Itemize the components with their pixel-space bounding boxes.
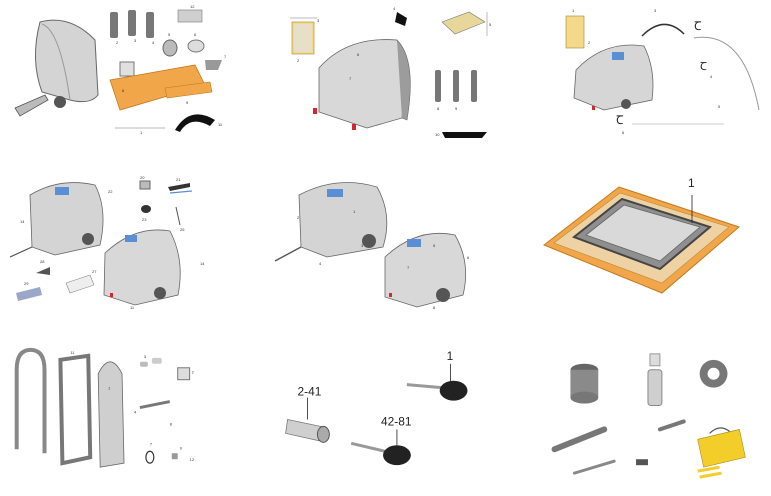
svg-text:11: 11 [70, 350, 75, 355]
svg-text:2: 2 [116, 40, 119, 45]
svg-text:11: 11 [130, 305, 135, 310]
svg-text:5: 5 [489, 22, 492, 27]
svg-text:8: 8 [437, 106, 440, 111]
tile-trailer-front-rear-view[interactable]: 1 2 3 4 5 6 7 8 [257, 165, 514, 330]
door-frame-parts-drawing: 11 1 3 2 4 8 7 9 12 [14, 347, 194, 468]
hatch-callout: 1 [688, 176, 695, 190]
tile-trailer-overview-accessories[interactable]: 14 22 20 21 23 25 14 11 28 29 27 [0, 165, 257, 330]
svg-text:3: 3 [654, 8, 657, 13]
trailer-overview-drawing: 14 22 20 21 23 25 14 11 28 29 27 [9, 175, 205, 310]
tile-door-frame-parts[interactable]: 11 1 3 2 4 8 7 9 12 [0, 330, 257, 495]
svg-text:10: 10 [435, 132, 440, 137]
svg-text:1: 1 [108, 386, 111, 391]
tile-exterior-shell-parts[interactable]: 2 3 4 12 5 6 7 8 9 11 1 [0, 0, 257, 165]
svg-text:3: 3 [361, 243, 364, 248]
svg-text:4: 4 [393, 6, 396, 11]
profile-glyph-1: Ꞇ [694, 19, 702, 33]
svg-text:4: 4 [319, 261, 322, 266]
trailer-front-rear-drawing: 1 2 3 4 5 6 7 8 [274, 182, 470, 310]
tile-sealants-tools[interactable] [514, 330, 771, 495]
svg-text:9: 9 [455, 106, 458, 111]
svg-text:6: 6 [622, 130, 625, 135]
svg-text:6: 6 [194, 32, 197, 37]
svg-text:9: 9 [180, 445, 183, 450]
svg-text:7: 7 [150, 441, 152, 446]
svg-text:4: 4 [134, 409, 137, 414]
svg-text:29: 29 [24, 281, 29, 286]
svg-text:12: 12 [190, 4, 195, 9]
locks-keys-drawing: 1 2-41 42-81 [285, 349, 468, 466]
svg-text:11: 11 [218, 122, 223, 127]
key-1-callout: 1 [447, 349, 454, 363]
svg-text:14: 14 [20, 219, 25, 224]
svg-text:4: 4 [152, 40, 155, 45]
svg-text:25: 25 [180, 227, 185, 232]
svg-text:1: 1 [572, 8, 575, 13]
svg-text:12: 12 [190, 457, 194, 462]
svg-text:14: 14 [200, 261, 205, 266]
svg-text:9: 9 [186, 100, 189, 105]
key-2-callout: 42-81 [381, 414, 412, 428]
svg-text:7: 7 [407, 265, 410, 270]
svg-text:3: 3 [144, 354, 147, 359]
lock-callout: 2-41 [298, 385, 322, 399]
svg-text:4: 4 [710, 74, 713, 79]
svg-text:2: 2 [297, 58, 300, 63]
svg-text:27: 27 [92, 269, 97, 274]
svg-text:5: 5 [433, 243, 436, 248]
sealants-tools-drawing [551, 353, 746, 479]
svg-text:2: 2 [588, 40, 591, 45]
roof-hatch-drawing: 1 [543, 176, 740, 294]
svg-text:8: 8 [433, 305, 436, 310]
tile-roof-hatch[interactable]: 1 [514, 165, 771, 330]
svg-text:1: 1 [353, 209, 356, 214]
svg-text:8: 8 [122, 88, 125, 93]
svg-text:21: 21 [176, 177, 181, 182]
svg-text:23: 23 [142, 217, 147, 222]
svg-text:Ꞇ: Ꞇ [700, 61, 707, 73]
svg-text:28: 28 [40, 259, 45, 264]
svg-text:6: 6 [467, 255, 470, 260]
svg-text:5: 5 [168, 32, 171, 37]
tile-seals-profiles[interactable]: Ꞇ Ꞇ Ꞇ 1 2 3 4 5 6 [514, 0, 771, 165]
svg-text:22: 22 [108, 189, 113, 194]
svg-text:20: 20 [140, 175, 145, 180]
svg-text:1: 1 [140, 130, 143, 135]
roof-rear-panels-drawing: 3 2 4 5 6 7 8 9 10 [290, 6, 492, 138]
svg-text:2: 2 [192, 370, 194, 375]
tile-locks-keys[interactable]: 1 2-41 42-81 [257, 330, 514, 495]
svg-text:7: 7 [224, 54, 227, 59]
svg-text:3: 3 [134, 38, 137, 43]
tile-roof-rear-panels[interactable]: 3 2 4 5 6 7 8 9 10 [257, 0, 514, 165]
svg-text:Ꞇ: Ꞇ [616, 113, 624, 127]
svg-text:8: 8 [170, 421, 173, 426]
svg-text:7: 7 [349, 76, 352, 81]
svg-text:5: 5 [718, 104, 721, 109]
svg-text:2: 2 [297, 215, 300, 220]
svg-text:3: 3 [317, 18, 320, 23]
seals-profiles-drawing: Ꞇ Ꞇ Ꞇ 1 2 3 4 5 6 [565, 8, 760, 135]
svg-text:6: 6 [357, 52, 360, 57]
exterior-shell-parts-drawing: 2 3 4 12 5 6 7 8 9 11 1 [14, 4, 227, 135]
